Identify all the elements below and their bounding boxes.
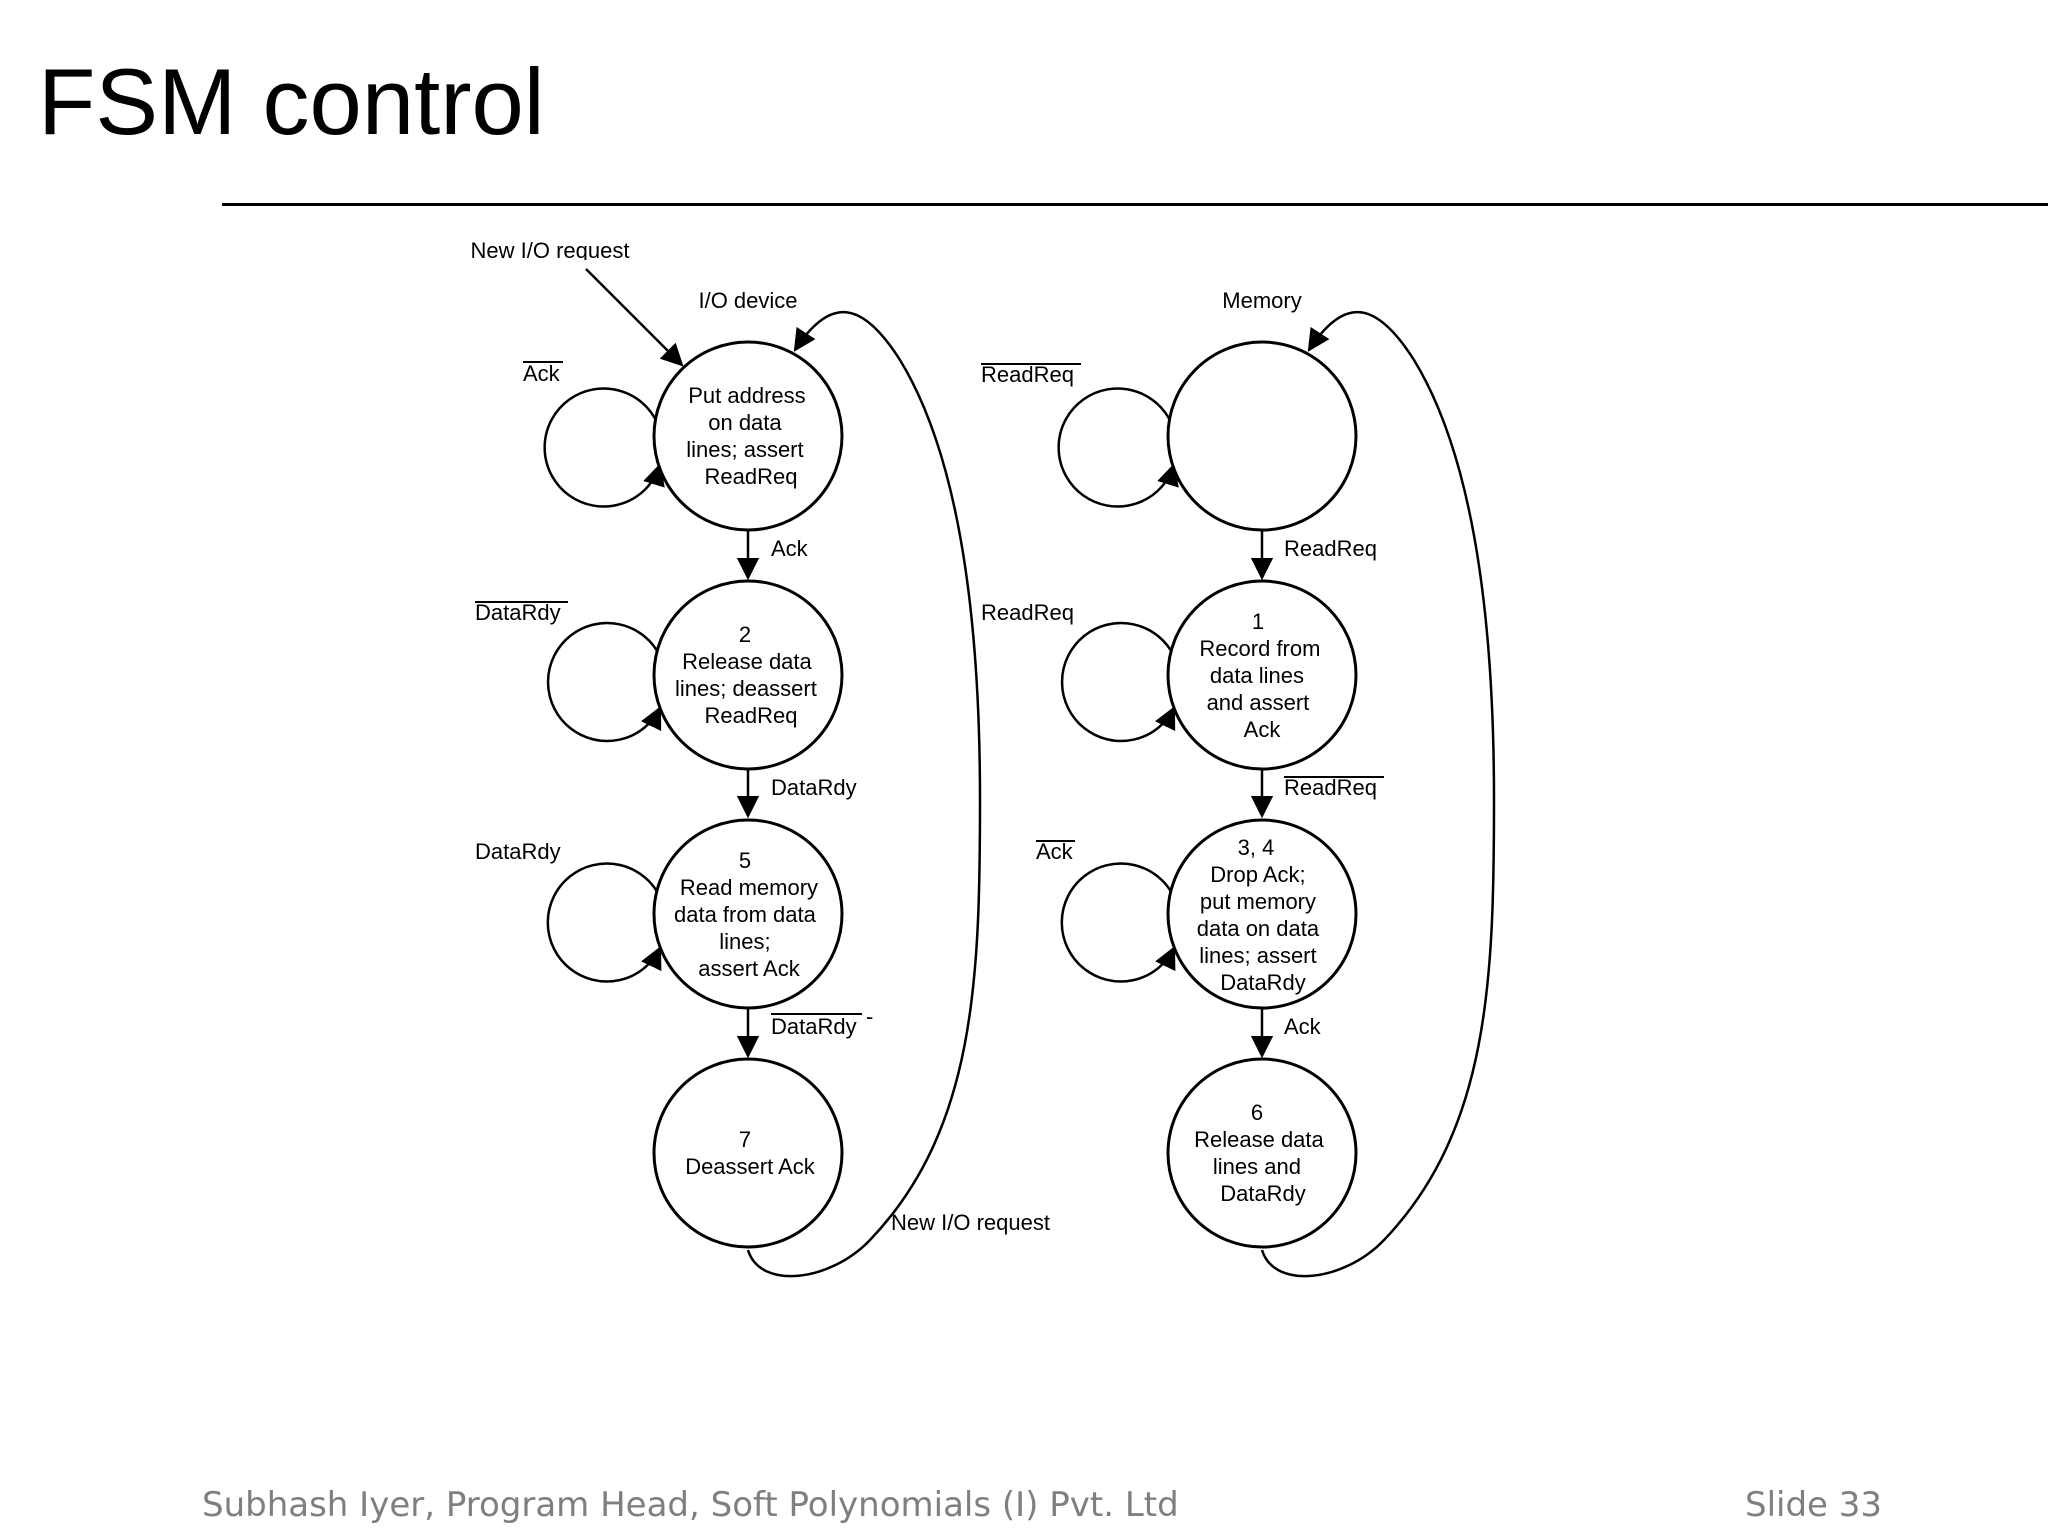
mem-transition-2-label: Ack: [1284, 1014, 1322, 1039]
mem-state-1: 1 Record from data lines and assert Ack: [1166, 579, 1358, 771]
io-state-2-self-loop: [546, 862, 662, 983]
io-return-arc: [746, 310, 982, 1278]
mem-state-0: [1166, 340, 1358, 532]
io-transition-1-label: DataRdy: [771, 775, 857, 800]
mem-transition-0-label: ReadReq: [1284, 536, 1377, 561]
mem-state-3-text: 6 Release data lines and DataRdy: [1194, 1100, 1330, 1206]
io-transition-2-label: DataRdy: [771, 1014, 857, 1039]
footer-author: Subhash Iyer, Program Head, Soft Polynom…: [202, 1485, 1179, 1525]
mem-transition-1-label: ReadReq: [1284, 775, 1377, 800]
io-device-heading: I/O device: [698, 288, 797, 313]
io-state-2: 5 Read memory data from data lines; asse…: [652, 818, 844, 1010]
start-arrow: [585, 268, 684, 367]
start-label-clip: New I/O request: [471, 238, 630, 263]
mem-state-2: 3, 4 Drop Ack; put memory data on data l…: [1166, 818, 1358, 1010]
io-state-2-loop-label: DataRdy: [475, 839, 561, 864]
start-label: New I/O request: [471, 238, 630, 263]
io-state-1-loop-label: DataRdy: [475, 600, 561, 625]
mem-state-2-loop-label: Ack: [1036, 839, 1074, 864]
io-state-1-text: 2 Release data lines; deassert ReadReq: [675, 622, 823, 728]
slide-title: FSM control: [38, 49, 545, 154]
mem-state-3: 6 Release data lines and DataRdy: [1166, 1057, 1358, 1249]
mem-state-1-loop-label: ReadReq: [981, 600, 1074, 625]
io-state-3-text: 7 Deassert Ack: [685, 1127, 816, 1179]
mem-state-0-loop-label: ReadReq: [981, 362, 1074, 387]
mem-state-0-self-loop: [1057, 387, 1179, 508]
mem-state-1-self-loop: [1060, 621, 1176, 743]
io-transition-0-label: Ack: [771, 536, 809, 561]
mem-state-1-text: 1 Record from data lines and assert Ack: [1199, 609, 1326, 742]
io-return-label: New I/O request: [891, 1210, 1050, 1235]
io-state-0-self-loop: [543, 387, 665, 508]
io-state-3: 7 Deassert Ack: [652, 1057, 844, 1249]
mem-state-2-self-loop: [1060, 862, 1176, 983]
io-state-0-loop-label: Ack: [523, 361, 561, 386]
io-state-0: Put address on data lines; assert ReadRe…: [652, 340, 844, 532]
io-state-0-text: Put address on data lines; assert ReadRe…: [686, 383, 812, 489]
io-state-1-self-loop: [546, 621, 662, 743]
title-divider: [222, 203, 2048, 206]
io-state-1: 2 Release data lines; deassert ReadReq: [652, 579, 844, 771]
mem-return-arc: [1260, 310, 1496, 1278]
slide-number: Slide 33: [1745, 1485, 1883, 1525]
mem-state-2-text: 3, 4 Drop Ack; put memory data on data l…: [1197, 835, 1325, 995]
io-transition-2-tick: -: [866, 1004, 873, 1029]
memory-heading: Memory: [1222, 288, 1301, 313]
io-state-2-text: 5 Read memory data from data lines; asse…: [674, 848, 824, 981]
